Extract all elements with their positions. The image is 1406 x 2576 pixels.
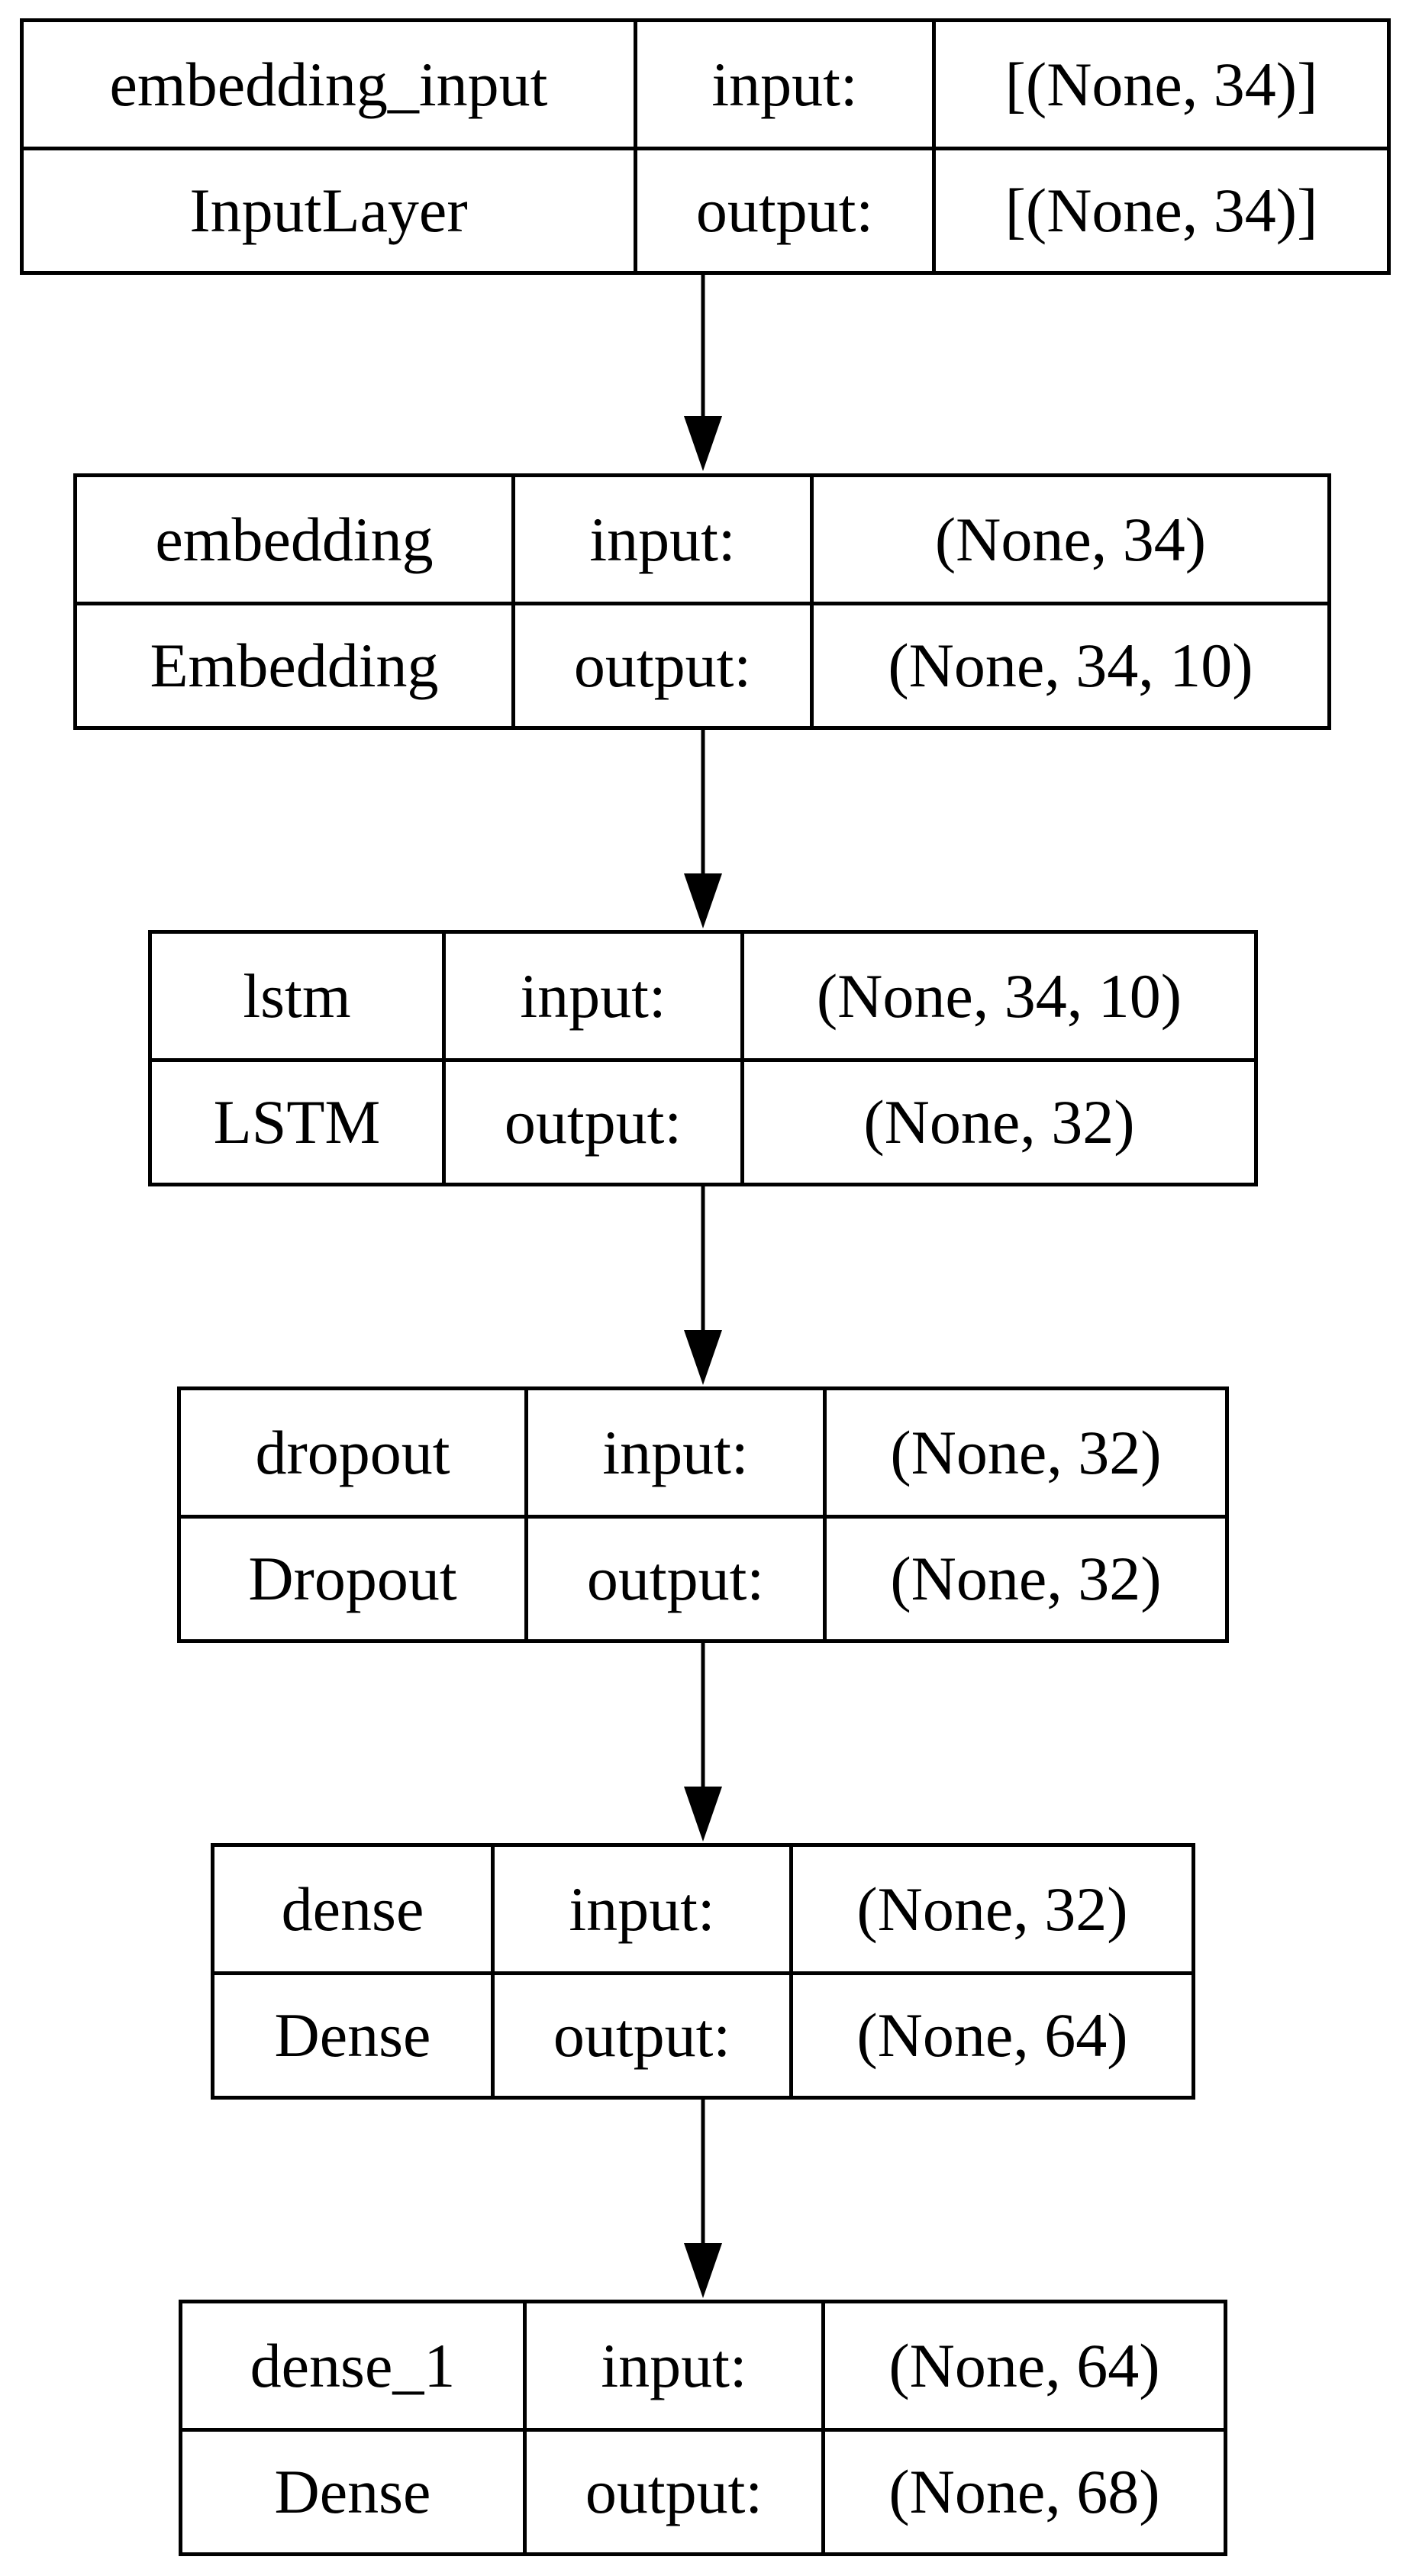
layer-node-dense: dense input: (None, 32) Dense output: (N… <box>211 1843 1195 2100</box>
output-shape: (None, 32) <box>740 1058 1254 1183</box>
edge-lstm-dropout <box>684 1184 722 1385</box>
output-shape: (None, 68) <box>821 2428 1224 2552</box>
layer-node-embedding_input: embedding_input input: [(None, 34)] Inpu… <box>20 18 1391 275</box>
layer-type: Dropout <box>181 1515 524 1639</box>
input-label: input: <box>523 2303 821 2428</box>
output-label: output: <box>511 602 810 726</box>
input-shape: (None, 32) <box>789 1847 1192 1971</box>
edge-dropout-dense <box>684 1641 722 1842</box>
layer-type: LSTM <box>152 1058 442 1183</box>
layer-name: embedding <box>155 504 434 574</box>
edge-dense-dense_1 <box>684 2097 722 2298</box>
input-label: input: <box>524 1390 823 1515</box>
input-shape: [(None, 34)] <box>932 22 1387 147</box>
layer-name: dropout <box>255 1417 450 1487</box>
output-label: output: <box>523 2428 821 2552</box>
layer-type: Dense <box>182 2428 523 2552</box>
input-label: input: <box>511 477 810 602</box>
layer-node-dense_1: dense_1 input: (None, 64) Dense output: … <box>179 2300 1227 2556</box>
input-label: input: <box>442 934 740 1058</box>
output-label: output: <box>524 1515 823 1639</box>
output-label: output: <box>442 1058 740 1183</box>
output-shape: (None, 64) <box>789 1971 1192 2096</box>
input-label: input: <box>491 1847 789 1971</box>
input-shape: (None, 34, 10) <box>740 934 1254 1058</box>
layer-node-dropout: dropout input: (None, 32) Dropout output… <box>177 1386 1229 1643</box>
output-shape: (None, 32) <box>823 1515 1225 1639</box>
layer-name: dense <box>281 1874 424 1944</box>
layer-name: embedding_input <box>109 49 548 119</box>
input-shape: (None, 32) <box>823 1390 1225 1515</box>
layer-type: Embedding <box>77 602 511 726</box>
output-label: output: <box>634 147 932 271</box>
input-label: input: <box>634 22 932 147</box>
layer-type: Dense <box>214 1971 491 2096</box>
output-shape: [(None, 34)] <box>932 147 1387 271</box>
output-label: output: <box>491 1971 789 2096</box>
layer-type: InputLayer <box>24 147 634 271</box>
layer-name: lstm <box>243 960 351 1031</box>
output-shape: (None, 34, 10) <box>810 602 1327 726</box>
edge-embedding-lstm <box>684 728 722 928</box>
layer-node-embedding: embedding input: (None, 34) Embedding ou… <box>73 473 1331 730</box>
input-shape: (None, 64) <box>821 2303 1224 2428</box>
layer-node-lstm: lstm input: (None, 34, 10) LSTM output: … <box>148 930 1258 1186</box>
input-shape: (None, 34) <box>810 477 1327 602</box>
layer-name: dense_1 <box>250 2330 456 2400</box>
edge-embedding_input-embedding <box>684 273 722 471</box>
